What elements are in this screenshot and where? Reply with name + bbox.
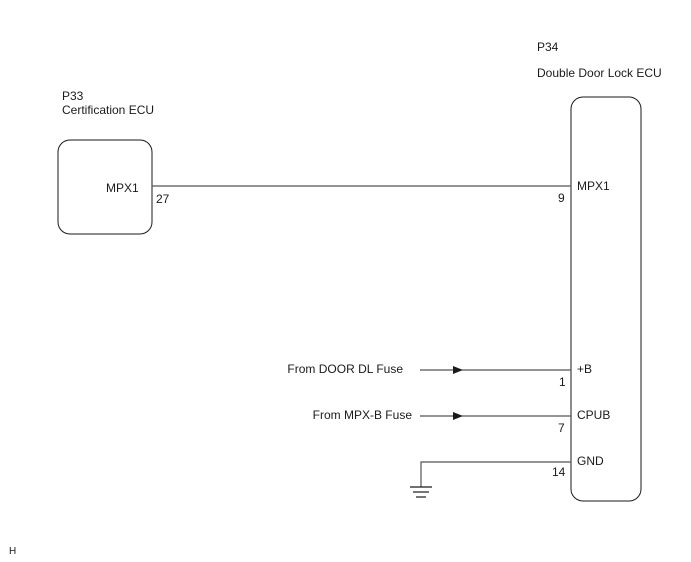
- right-pin-number-cpub: 7: [558, 421, 565, 435]
- left-ecu-pin-label: MPX1: [106, 181, 139, 195]
- right-ecu-ref: P34: [537, 40, 559, 54]
- right-pin-label-plus-b: +B: [577, 362, 592, 376]
- corner-mark: H: [9, 546, 16, 557]
- right-pin-label-cpub: CPUB: [577, 408, 610, 422]
- right-pin-label-mpx1: MPX1: [577, 179, 610, 193]
- left-ecu-box: [57, 139, 153, 235]
- door-dl-source-label: From DOOR DL Fuse: [287, 362, 403, 376]
- right-pin-number-gnd: 14: [552, 465, 566, 479]
- left-ecu-ref: P33: [62, 89, 84, 103]
- mpx-b-source-label: From MPX-B Fuse: [313, 408, 413, 422]
- right-ecu-box: [570, 96, 642, 502]
- left-ecu-pin-number: 27: [156, 192, 170, 206]
- right-pin-number-mpx1: 9: [558, 191, 565, 205]
- right-pin-number-plus-b: 1: [559, 375, 566, 389]
- ground-icon: [410, 486, 432, 498]
- right-ecu-name: Double Door Lock ECU: [537, 66, 662, 80]
- gnd-wire: [420, 461, 571, 487]
- left-ecu-name: Certification ECU: [62, 103, 154, 117]
- right-pin-label-gnd: GND: [577, 454, 604, 468]
